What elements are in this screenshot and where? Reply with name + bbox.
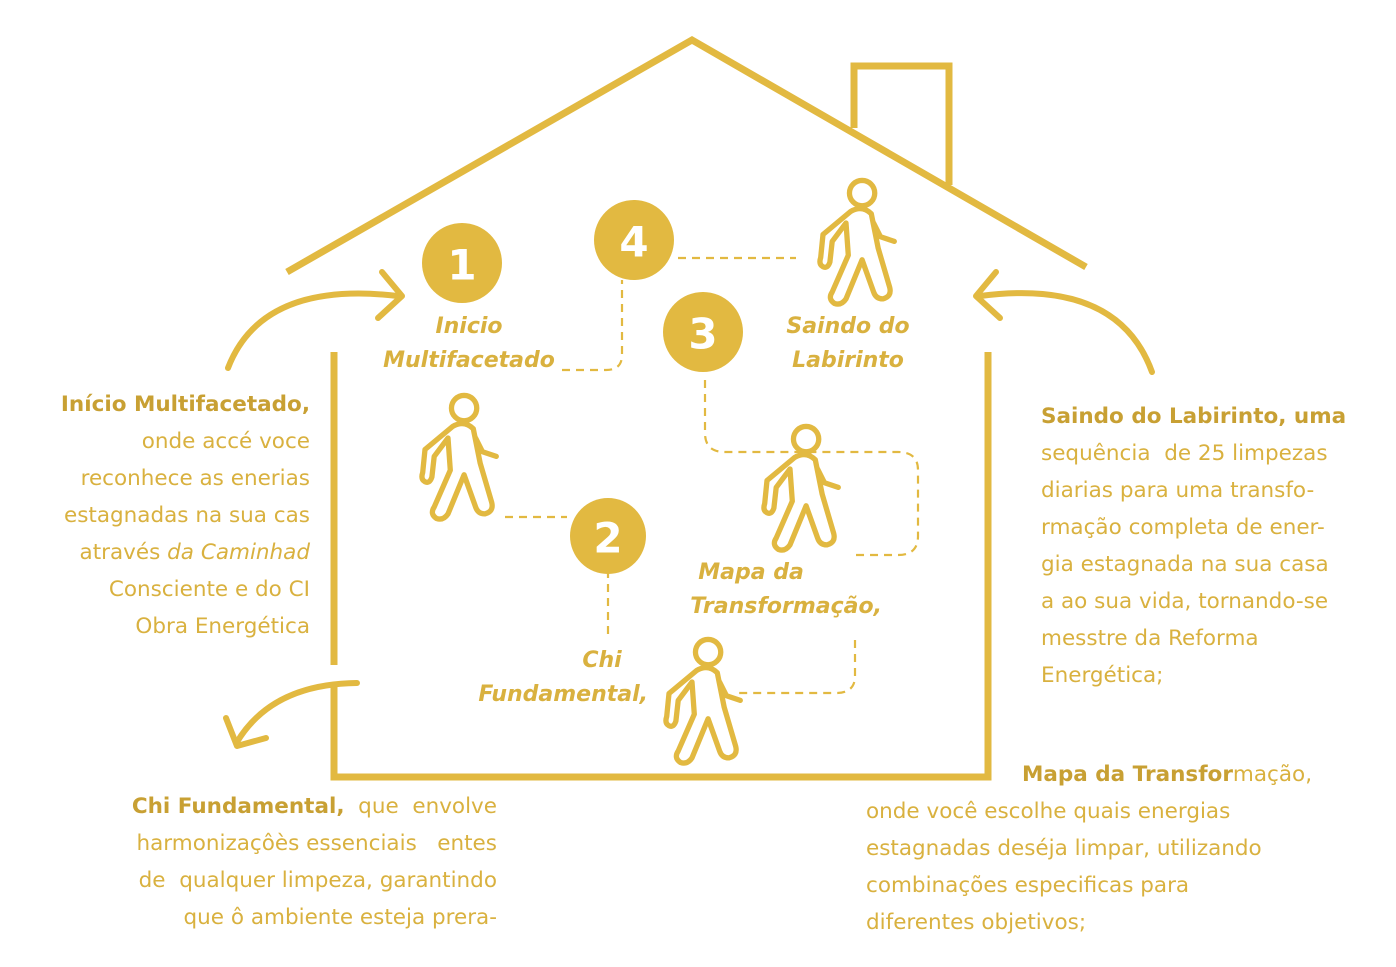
step-connectors bbox=[505, 256, 920, 695]
step-label-1: Inicio Multifacetado bbox=[383, 314, 555, 373]
step-number-4: 4 bbox=[619, 218, 648, 267]
description-inicio-multifacetado: Início Multifacetado, onde accé voce rec… bbox=[60, 392, 310, 639]
step-number-1: 1 bbox=[447, 241, 476, 290]
step-badge-3: 3 bbox=[663, 292, 743, 372]
step-badge-4: 4 bbox=[594, 200, 674, 280]
curved-arrow-icon bbox=[223, 680, 360, 749]
step-label-4: Saindo do Labirinto bbox=[786, 314, 910, 373]
description-saindo-do-labirinto: Saindo do Labirinto, uma sequência de 25… bbox=[1041, 404, 1347, 688]
walking-person-icon bbox=[666, 639, 740, 763]
house-outline bbox=[285, 35, 1088, 781]
walking-person-icon bbox=[820, 180, 894, 304]
description-chi-fundamental: Chi Fundamental, que envolve harmonizaçô… bbox=[131, 794, 497, 930]
curved-arrow-icon bbox=[973, 269, 1155, 375]
step-label-2: Chi Fundamental, bbox=[478, 648, 648, 707]
step-label-3: Mapa da Transformação, bbox=[690, 560, 882, 619]
step-badge-2: 2 bbox=[570, 498, 646, 574]
description-mapa-da-transformacao: Mapa da Transformação, onde você escolhe… bbox=[866, 762, 1313, 935]
step-number-3: 3 bbox=[688, 310, 717, 359]
step-number-2: 2 bbox=[593, 514, 622, 563]
connector-1-4 bbox=[562, 280, 624, 372]
connector-3-walker bbox=[737, 640, 857, 695]
walking-person-icon bbox=[764, 426, 838, 550]
curved-arrow-icon bbox=[225, 269, 405, 371]
connector-3-path bbox=[703, 380, 920, 557]
step-badge-1: 1 bbox=[422, 223, 502, 303]
walking-person-icon bbox=[422, 395, 496, 519]
